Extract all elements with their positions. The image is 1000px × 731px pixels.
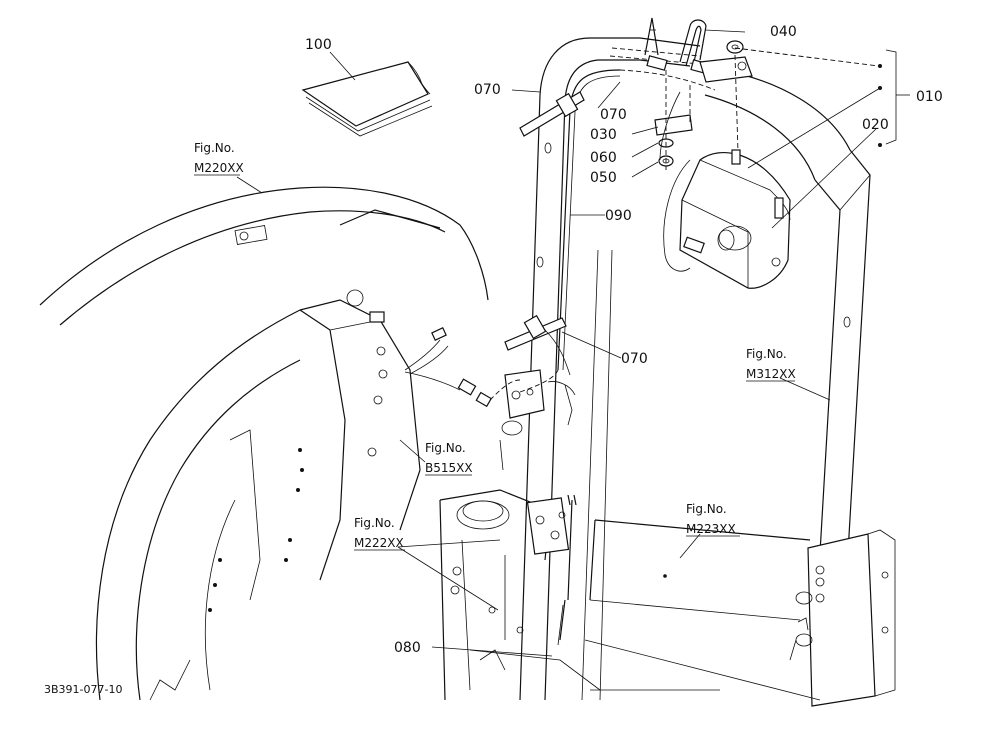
part-label-070-lower: 070 (621, 351, 648, 367)
part-label-070-top: 070 (474, 82, 501, 98)
part-labels: 100 040 010 070 070 030 020 060 050 090 … (305, 24, 943, 656)
part-label-030: 030 (590, 127, 617, 143)
u-bolt-hardware (644, 17, 879, 170)
fig-ref-b515-title: Fig.No. (425, 441, 466, 455)
fig-ref-m312-title: Fig.No. (746, 347, 787, 361)
part-label-080: 080 (394, 640, 421, 656)
fig-ref-m220-title: Fig.No. (194, 141, 235, 155)
fig-ref-m222-code: M222XX (354, 536, 404, 550)
fig-ref-m312-code: M312XX (746, 367, 796, 381)
fig-ref-b515-code: B515XX (425, 461, 473, 475)
part-label-010: 010 (916, 89, 943, 105)
part-label-100: 100 (305, 37, 332, 53)
fender-rivets (208, 448, 304, 612)
fig-ref-m223-title: Fig.No. (686, 502, 727, 516)
mount-bracket (499, 369, 576, 471)
fender-outline (39, 186, 489, 701)
part-label-020: 020 (862, 117, 889, 133)
rops-frame (519, 37, 896, 707)
fig-ref-m222-title: Fig.No. (354, 516, 395, 530)
fig-ref-m220-code: M220XX (194, 161, 244, 175)
lower-body (439, 489, 601, 701)
part-label-050: 050 (590, 170, 617, 186)
leader-lines (236, 29, 877, 657)
part-label-060: 060 (590, 150, 617, 166)
part-label-090: 090 (605, 208, 632, 224)
manual-booklet (301, 61, 433, 137)
part-label-070-mid: 070 (600, 107, 627, 123)
figure-refs: Fig.No. M220XX Fig.No. M312XX Fig.No. B5… (194, 141, 796, 551)
cable-ties (504, 91, 585, 376)
fig-ref-m223-code: M223XX (686, 522, 736, 536)
drawing-code: 3B391-077-10 (44, 683, 122, 696)
part-label-040: 040 (770, 24, 797, 40)
wire-harness (369, 311, 521, 408)
platform (584, 519, 821, 701)
switch-assembly (526, 494, 577, 646)
work-lamp (659, 91, 791, 289)
group-bracket-010 (747, 49, 910, 169)
